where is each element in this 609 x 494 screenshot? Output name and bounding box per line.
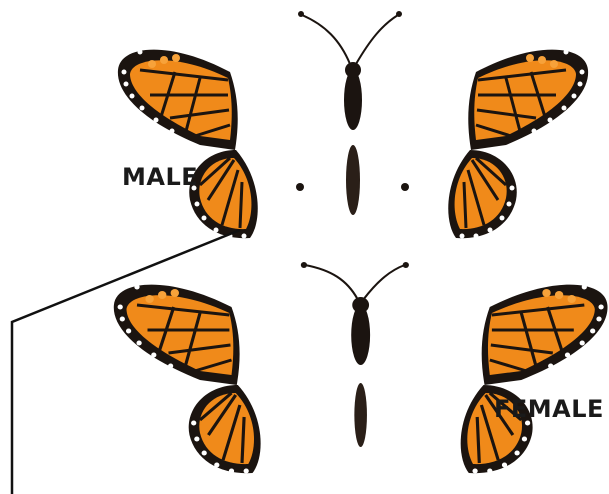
female-butterfly	[114, 262, 608, 474]
male-butterfly	[118, 11, 588, 239]
male-label: MALE	[122, 163, 198, 191]
female-label: FEMALE	[494, 395, 604, 423]
